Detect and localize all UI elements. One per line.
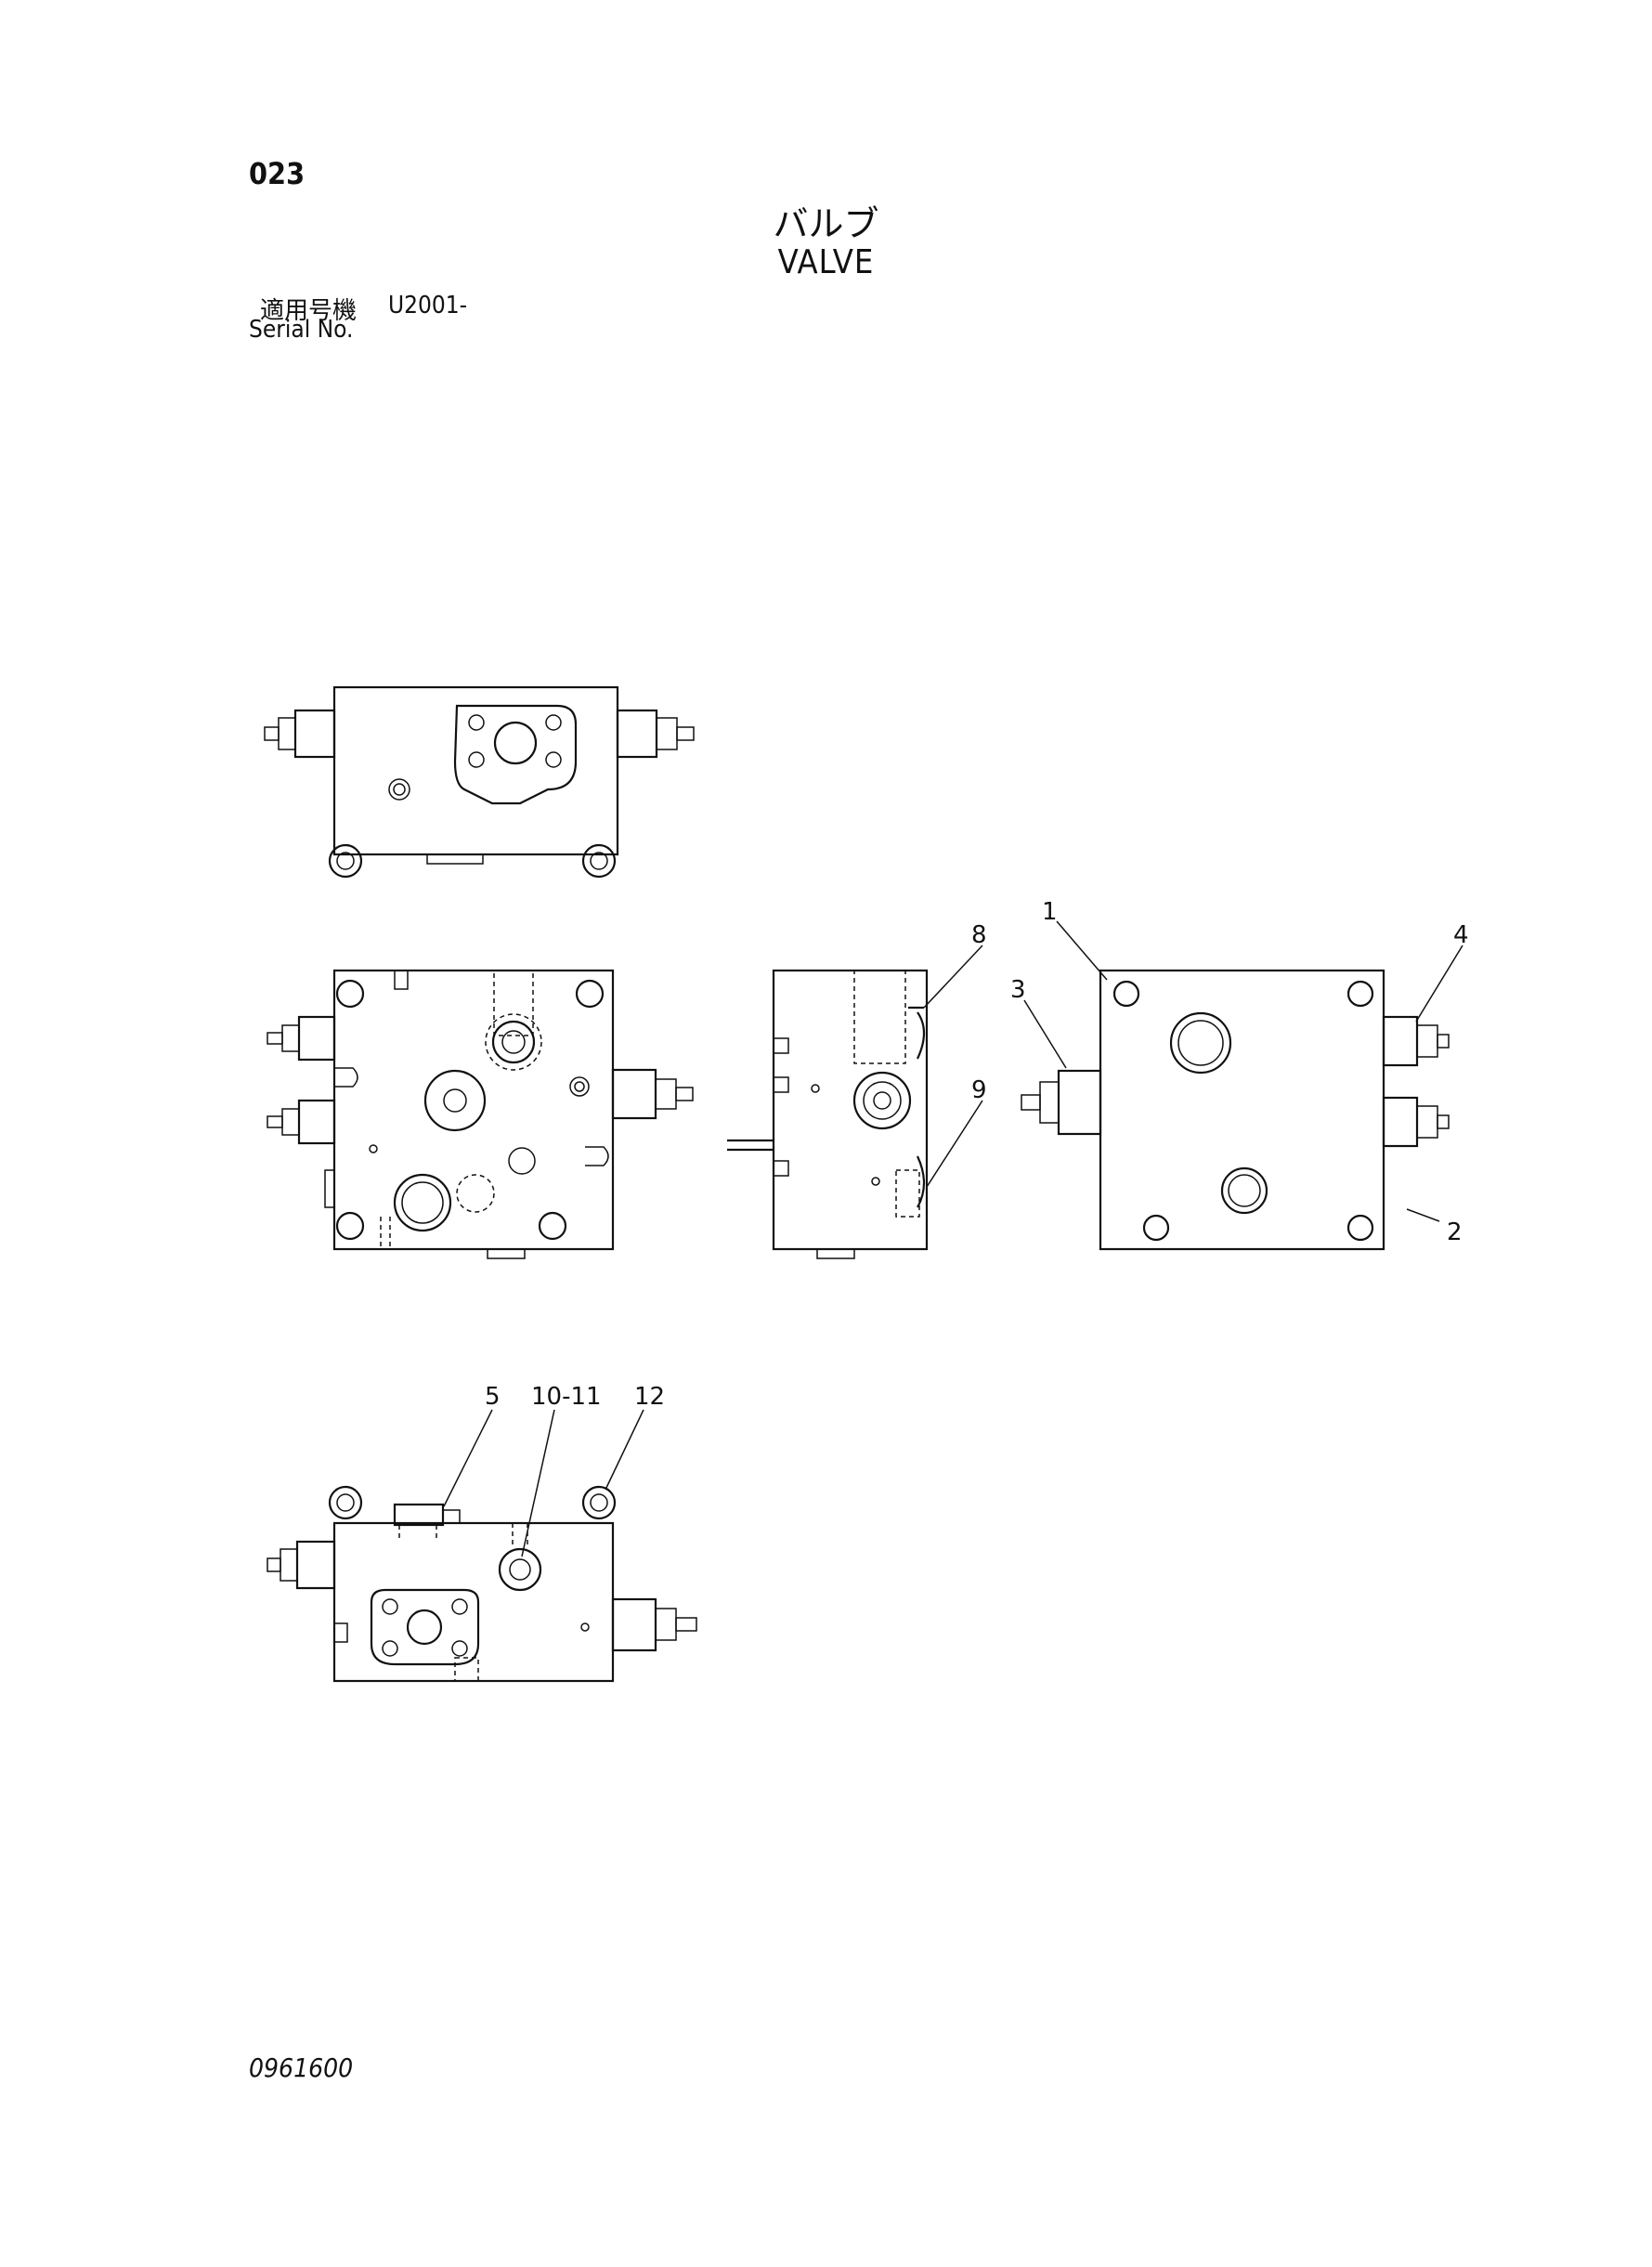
callout-labels: 1 2 3 4 5 8 9 10-11 12	[485, 898, 1469, 1411]
title-english: VALVE	[777, 243, 875, 281]
callout-12: 12	[634, 1383, 665, 1411]
callout-2: 2	[1447, 1218, 1463, 1246]
callout-1: 1	[1042, 898, 1058, 926]
callout-3: 3	[1010, 976, 1026, 1004]
valve-top-view	[264, 685, 695, 879]
valve-front-view	[267, 969, 694, 1259]
valve-bottom-view	[267, 1485, 697, 1683]
callout-5: 5	[485, 1383, 501, 1411]
callout-9: 9	[971, 1076, 987, 1104]
callout-8: 8	[971, 921, 987, 949]
callout-4: 4	[1453, 921, 1469, 949]
serial-value: U2001-	[388, 292, 468, 319]
valve-back-view	[1021, 969, 1450, 1251]
serial-label-en: Serial No.	[249, 316, 354, 344]
leader-lines	[443, 920, 1463, 1557]
page-number: 023	[249, 156, 306, 191]
valve-side-view	[727, 969, 929, 1259]
title-japanese: バルブ	[773, 203, 879, 244]
callout-10-11: 10-11	[531, 1383, 602, 1411]
document-number: 0961600	[249, 2052, 354, 2083]
serial-label-ja: 適用号機	[260, 297, 358, 325]
